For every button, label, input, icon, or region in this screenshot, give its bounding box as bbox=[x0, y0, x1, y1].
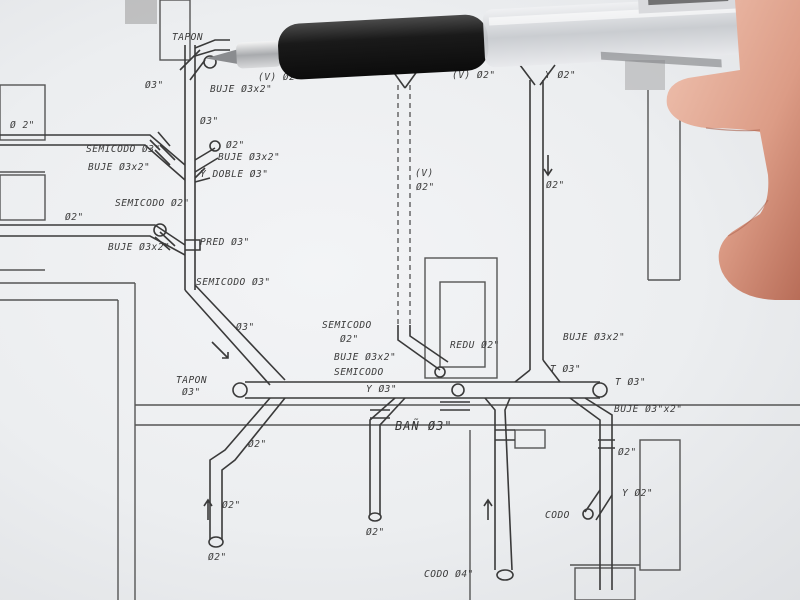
label-codo-bottom: CODO Ø4" bbox=[424, 569, 474, 580]
label-t3-right: T Ø3" bbox=[550, 364, 581, 375]
label-semicodo-mid2: SEMICODO bbox=[334, 367, 384, 378]
label-d2-bottom-mid: Ø2" bbox=[366, 527, 385, 538]
label-buje-far: BUJE Ø3"x2" bbox=[614, 404, 682, 415]
flow-arrows bbox=[203, 155, 553, 520]
label-v-top2: (V) Ø2" bbox=[452, 70, 496, 81]
label-d2-right: Ø2" bbox=[226, 140, 245, 151]
label-pred: PRED Ø3" bbox=[200, 237, 250, 248]
label-redu: REDU Ø2" bbox=[450, 340, 500, 351]
label-buje-mid: BUJE Ø3x2" bbox=[334, 352, 396, 363]
label-y2-far-right: Y Ø2" bbox=[622, 488, 653, 499]
label-buje-3x2b: BUJE Ø3x2" bbox=[108, 242, 170, 253]
label-d2-low-left: Ø2" bbox=[248, 439, 267, 450]
label-d3-top: Ø3" bbox=[145, 80, 164, 91]
label-tapon-top: TAPON bbox=[172, 32, 203, 43]
label-d3-tapon: Ø3" bbox=[182, 387, 201, 398]
label-d3-diag: Ø3" bbox=[236, 322, 255, 333]
label-d2-vent: Ø2" bbox=[416, 182, 435, 193]
label-semicodo-3b: SEMICODO Ø3" bbox=[196, 277, 271, 288]
label-buje-left: BUJE Ø3x2" bbox=[88, 162, 150, 173]
label-d3-riser: Ø3" bbox=[200, 116, 219, 127]
label-d2-far-right: Ø2" bbox=[618, 447, 637, 458]
label-d2-vent-right: Ø2" bbox=[546, 180, 565, 191]
label-v-top: (V) Ø2" bbox=[258, 72, 302, 83]
label-tapon-mid: TAPON bbox=[176, 375, 207, 386]
label-d2-mid: Ø2" bbox=[340, 334, 359, 345]
label-d2-inlet-left: Ø 2" bbox=[10, 120, 35, 131]
label-d2-bottom-leftmost: Ø2" bbox=[208, 552, 227, 563]
label-yd2-right: Y Ø2" bbox=[545, 70, 576, 81]
label-buje-2x2: BUJE Ø3x2" bbox=[218, 152, 280, 163]
label-v: (V) bbox=[415, 168, 434, 179]
label-semicodo-mid: SEMICODO bbox=[322, 320, 372, 331]
label-buje-top: BUJE Ø3x2" bbox=[210, 84, 272, 95]
label-d2-inlet2: Ø2" bbox=[65, 212, 84, 223]
label-buje-right: BUJE Ø3x2" bbox=[563, 332, 625, 343]
label-d2-bottom-left: Ø2" bbox=[222, 500, 241, 511]
label-codo-right: CODO bbox=[545, 510, 570, 521]
label-y-doble: Y DOBLE Ø3" bbox=[200, 169, 268, 180]
label-semicodo-3: SEMICODO Ø3" bbox=[86, 144, 161, 155]
label-y3-mid: Y Ø3" bbox=[366, 384, 397, 395]
label-t3-far: T Ø3" bbox=[615, 377, 646, 388]
drain-pipes bbox=[0, 39, 615, 590]
label-ban: BAÑ Ø3" bbox=[395, 418, 453, 433]
label-semicodo-2: SEMICODO Ø2" bbox=[115, 198, 190, 209]
annotations: TAPON Ø3" BUJE Ø3x2" Ø 2" Ø3" SEMICODO Ø… bbox=[10, 32, 682, 580]
